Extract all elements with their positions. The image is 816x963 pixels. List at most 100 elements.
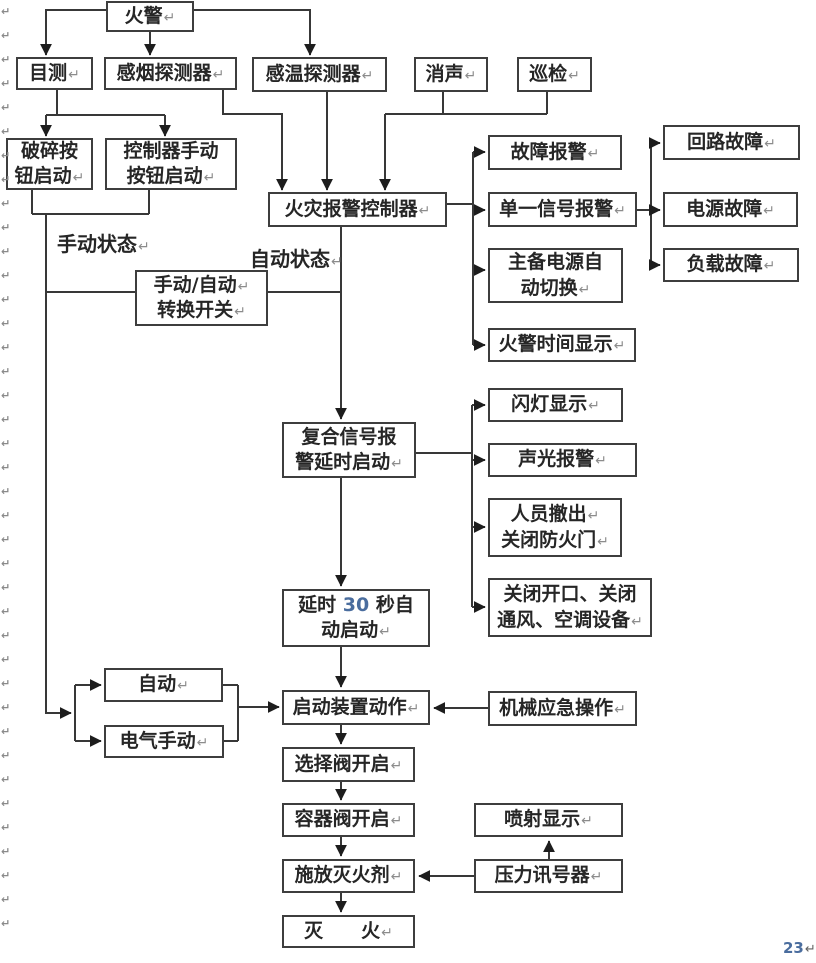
- return-mark-icon: ↵: [763, 258, 776, 275]
- return-mark-icon: ↵: [578, 281, 591, 298]
- paragraph-mark-icon: ↵: [1, 29, 11, 42]
- flow-node-evacuate-close-door: 人员撤出↵关闭防火门↵: [488, 498, 622, 557]
- flow-node-label: 声光报警↵: [518, 448, 607, 471]
- flow-node-power-auto-switch: 主备电源自动切换↵: [488, 248, 623, 303]
- flow-node-label: 电气手动↵: [119, 729, 209, 752]
- paragraph-mark-icon: ↵: [1, 317, 11, 330]
- flow-node-label: 动切换↵: [520, 276, 591, 299]
- flow-node-power-fault: 电源故障↵: [663, 192, 798, 227]
- return-mark-icon: ↵: [381, 924, 393, 941]
- flow-node-label: 钮启动↵: [14, 165, 85, 187]
- flow-node-label: 回路故障↵: [687, 130, 776, 153]
- flow-node-mechanical-emergency: 机械应急操作↵: [488, 691, 637, 726]
- paragraph-mark-icon: ↵: [1, 677, 11, 690]
- return-mark-icon: ↵: [361, 67, 374, 84]
- return-mark-icon: ↵: [212, 66, 225, 83]
- paragraph-mark-icon: ↵: [1, 149, 11, 162]
- flow-node-label: 手动/自动↵: [153, 273, 250, 296]
- paragraph-mark-icon: ↵: [1, 173, 11, 186]
- return-mark-icon: ↵: [203, 170, 216, 186]
- return-mark-icon: ↵: [804, 942, 816, 957]
- flow-node-fire-alarm: 火警↵: [106, 1, 194, 32]
- return-mark-icon: ↵: [590, 869, 603, 886]
- paragraph-mark-icon: ↵: [1, 725, 11, 738]
- return-mark-icon: ↵: [331, 254, 343, 270]
- flow-node-load-fault: 负载故障↵: [663, 248, 799, 282]
- flow-node-label: 容器阀开启↵: [294, 808, 403, 831]
- flow-connector: [40, 9, 106, 56]
- flow-node-label: 单一信号报警↵: [499, 197, 626, 220]
- flow-node-label: 动启动↵: [321, 619, 391, 641]
- flow-node-smoke-detector: 感烟探测器↵: [104, 57, 237, 90]
- paragraph-mark-icon: ↵: [1, 413, 11, 426]
- flow-node-auto-mode: 自动↵: [104, 668, 223, 702]
- flow-node-label: 电源故障↵: [686, 197, 775, 220]
- paragraph-mark-icon: ↵: [1, 77, 11, 90]
- flow-node-container-valve-open: 容器阀开启↵: [282, 803, 415, 837]
- flow-node-composite-signal: 复合信号报警延时启动↵: [282, 422, 416, 478]
- flow-node-label: 关闭开口、关闭: [503, 583, 637, 606]
- paragraph-mark-icon: ↵: [1, 797, 11, 810]
- return-mark-icon: ↵: [407, 700, 420, 717]
- paragraph-mark-icon: ↵: [1, 245, 11, 258]
- flow-node-label: 延时 30 秒自: [298, 593, 414, 616]
- paragraph-mark-icon: ↵: [1, 533, 11, 546]
- flow-node-break-button-start: 破碎按钮启动↵: [6, 138, 93, 190]
- return-mark-icon: ↵: [138, 239, 150, 255]
- paragraph-mark-icon: ↵: [1, 629, 11, 642]
- return-mark-icon: ↵: [177, 678, 189, 695]
- flow-node-loop-fault: 回路故障↵: [663, 125, 800, 160]
- return-mark-icon: ↵: [390, 813, 403, 830]
- paragraph-mark-icon: ↵: [1, 653, 11, 666]
- return-mark-icon: ↵: [234, 304, 246, 320]
- flow-node-label: 感烟探测器↵: [116, 61, 225, 84]
- paragraph-mark-icon: ↵: [1, 53, 11, 66]
- paragraph-mark-icon: ↵: [1, 509, 11, 522]
- flow-node-label: 巡检↵: [529, 62, 580, 85]
- flow-node-label: 压力讯号器↵: [494, 864, 603, 887]
- paragraph-mark-icon: ↵: [1, 869, 11, 882]
- return-mark-icon: ↵: [613, 338, 626, 355]
- flow-node-start-device-action: 启动装置动作↵: [282, 690, 430, 725]
- paragraph-mark-icon: ↵: [1, 269, 11, 282]
- paragraph-mark-icon: ↵: [1, 5, 11, 18]
- flow-connector: [222, 90, 288, 191]
- return-mark-icon: ↵: [72, 170, 85, 186]
- flow-node-label: 消声↵: [425, 62, 477, 85]
- return-mark-icon: ↵: [595, 453, 607, 470]
- paragraph-mark-icon: ↵: [1, 485, 11, 498]
- flow-node-label: 机械应急操作↵: [499, 696, 626, 719]
- return-mark-icon: ↵: [237, 278, 250, 295]
- paragraph-mark-icon: ↵: [1, 581, 11, 594]
- paragraph-mark-icon: ↵: [1, 341, 11, 354]
- paragraph-mark-icon: ↵: [1, 437, 11, 450]
- flow-node-release-agent: 施放灭火剂↵: [282, 859, 415, 893]
- return-mark-icon: ↵: [196, 734, 209, 751]
- flow-node-extinguish: 灭 火↵: [282, 915, 415, 948]
- return-mark-icon: ↵: [614, 701, 626, 718]
- flow-node-label: 火警↵: [124, 4, 176, 27]
- flow-connector: [194, 9, 316, 56]
- return-mark-icon: ↵: [390, 869, 403, 886]
- flow-label-auto-state: 自动状态↵: [250, 247, 343, 271]
- paragraph-mark-icon: ↵: [1, 701, 11, 714]
- flow-node-label: 负载故障↵: [686, 253, 776, 276]
- return-mark-icon: ↵: [587, 145, 600, 162]
- flow-node-patrol-check: 巡检↵: [517, 57, 592, 92]
- return-mark-icon: ↵: [614, 202, 626, 219]
- return-mark-icon: ↵: [390, 757, 403, 774]
- flow-node-label: 控制器手动: [123, 139, 219, 162]
- flow-node-label: 主备电源自: [507, 251, 603, 274]
- flow-node-label: 复合信号报: [301, 425, 397, 448]
- return-mark-icon: ↵: [418, 202, 431, 219]
- flow-node-delay-30s-auto: 延时 30 秒自动启动↵: [282, 589, 430, 647]
- flow-node-fault-alarm: 故障报警↵: [488, 135, 622, 170]
- flow-node-sound-light-alarm: 声光报警↵: [488, 443, 637, 477]
- return-mark-icon: ↵: [764, 135, 776, 152]
- paragraph-mark-icon: ↵: [1, 197, 11, 210]
- paragraph-mark-icon: ↵: [1, 221, 11, 234]
- flow-node-flash-display: 闪灯显示↵: [488, 388, 623, 422]
- flow-node-electric-manual: 电气手动↵: [104, 725, 224, 758]
- flow-node-mute: 消声↵: [414, 57, 488, 92]
